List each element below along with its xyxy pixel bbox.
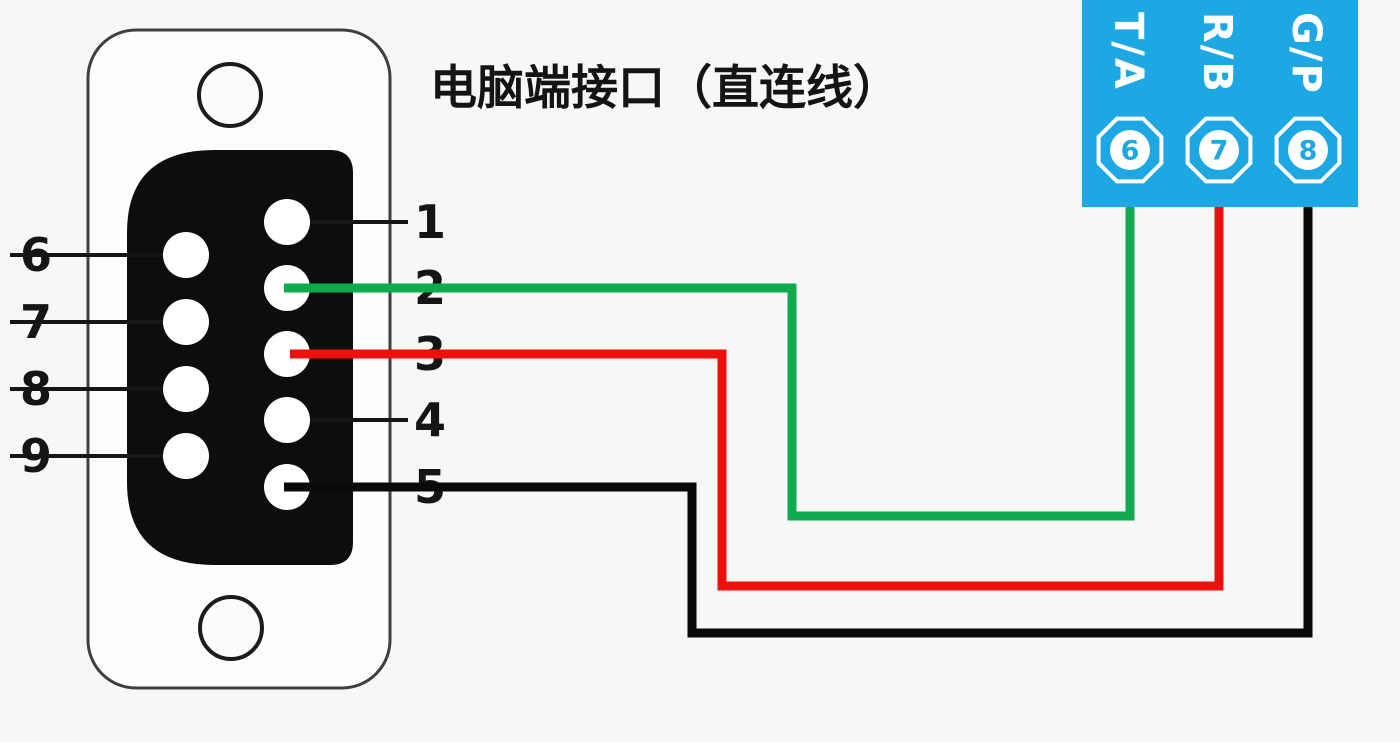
terminal-octagon [1274, 116, 1342, 184]
green-wire [284, 207, 1135, 521]
pin-hole-3 [264, 331, 310, 377]
pin-hole-9 [163, 433, 209, 479]
diagram-title: 电脑端接口（直连线） [430, 61, 900, 116]
pin-label-7: 7 [20, 295, 52, 349]
terminal-screw-face [1199, 130, 1239, 170]
screw-hole-top [197, 62, 263, 128]
pin-label-8: 8 [20, 362, 52, 416]
pin-hole-4 [264, 397, 310, 443]
terminal-number-8: 8 [1299, 136, 1318, 167]
terminal-screw-7: 7 [1185, 116, 1253, 184]
terminal-screw-face [1288, 130, 1328, 170]
pin-label-1: 1 [414, 195, 446, 249]
terminal-screw-face [1110, 130, 1150, 170]
pin-hole-6 [163, 232, 209, 278]
pin-label-6: 6 [20, 228, 52, 282]
screw-hole-bottom [198, 595, 264, 661]
terminal-number-6: 6 [1121, 136, 1140, 167]
terminal-octagon [1185, 116, 1253, 184]
terminal-label-gp: G/P [1283, 12, 1329, 95]
red-wire [290, 207, 1224, 591]
pin-hole-7 [163, 299, 209, 345]
terminal-screw-6: 6 [1096, 116, 1164, 184]
pin-hole-1 [264, 199, 310, 245]
pin-label-9: 9 [20, 429, 52, 483]
terminal-label-rb: R/B [1194, 12, 1240, 94]
terminal-octagon [1096, 116, 1164, 184]
terminal-label-ta: T/A [1105, 12, 1151, 91]
pin-hole-8 [163, 366, 209, 412]
pin-label-4: 4 [414, 393, 446, 447]
terminal-number-7: 7 [1210, 136, 1229, 167]
terminal-screw-8: 8 [1274, 116, 1342, 184]
black-wire [284, 207, 1313, 638]
terminal-block [1082, 0, 1358, 207]
